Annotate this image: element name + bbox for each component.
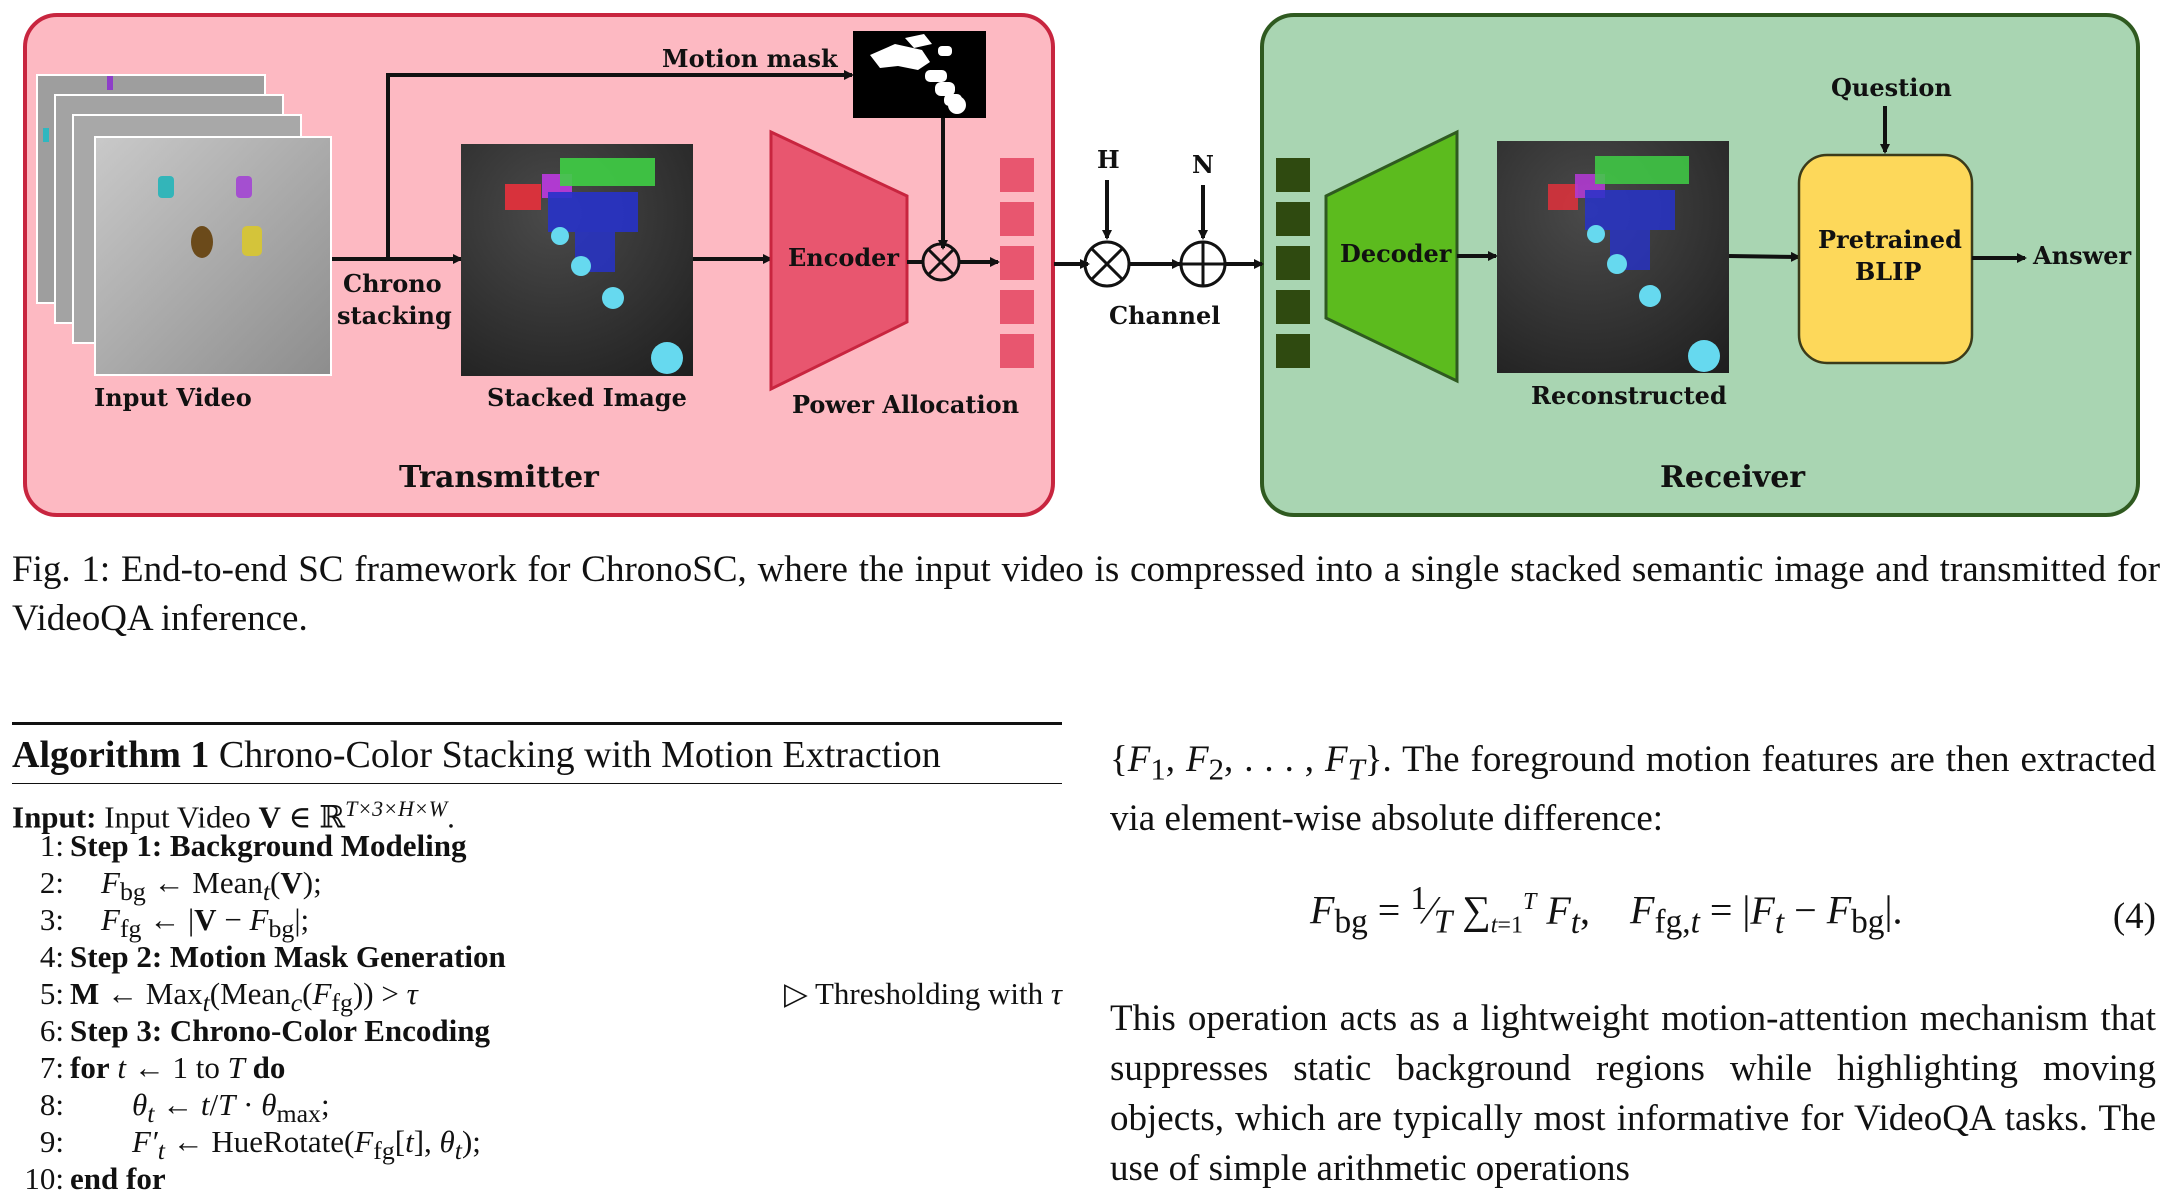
reconstructed-image xyxy=(1497,141,1729,373)
algorithm-title: Algorithm 1 Chrono-Color Stacking with M… xyxy=(12,725,1062,784)
algorithm-line: 2: Fbg ← Meant(V); xyxy=(39,865,322,907)
transmitter-title: Transmitter xyxy=(399,460,600,495)
algorithm-line: 4:Step 2: Motion Mask Generation xyxy=(39,939,506,974)
motion-mask-image xyxy=(853,31,986,118)
input-video-frames xyxy=(36,74,332,376)
stacked-image xyxy=(461,144,693,376)
stacked-image-label: Stacked Image xyxy=(487,383,687,412)
blip-label-2: BLIP xyxy=(1855,257,1921,286)
channel-label: Channel xyxy=(1109,301,1220,330)
chrono-stacking-label-2: stacking xyxy=(337,301,452,330)
power-allocation-label: Power Allocation xyxy=(792,390,1019,419)
algorithm-line: 3: Ffg ← |V − Fbg|; xyxy=(39,902,310,944)
algorithm-input: Input: Input Video V ∈ ℝT×3×H×W. xyxy=(12,796,455,835)
chrono-stacking-label-1: Chrono xyxy=(343,269,442,298)
encoder-label: Encoder xyxy=(788,243,899,272)
caption-prefix: Fig. 1: xyxy=(12,549,111,590)
algorithm-line: 8: θt ← t/T · θmax; xyxy=(39,1087,330,1129)
n-label: N xyxy=(1192,150,1214,179)
channel-multiply-icon xyxy=(1083,240,1131,288)
reconstructed-label: Reconstructed xyxy=(1531,381,1727,410)
input-video-label: Input Video xyxy=(94,383,252,412)
paragraph-2: This operation acts as a lightweight mot… xyxy=(1110,998,2156,1190)
algorithm-line: 1:Step 1: Background Modeling xyxy=(39,828,467,863)
transmit-symbols xyxy=(1000,158,1034,368)
decoder-label: Decoder xyxy=(1340,239,1452,268)
figure-caption: Fig. 1: End-to-end SC framework for Chro… xyxy=(12,545,2160,643)
algorithm-line: 5:M ← Maxt(Meanc(Ffg)) > τ ▷ Thresholdin… xyxy=(39,976,1062,1018)
caption-text: End-to-end SC framework for ChronoSC, wh… xyxy=(12,549,2161,639)
body-text-right: {F1, F2, . . . , FT}. The foreground mot… xyxy=(1110,735,2156,1194)
motion-mask-label: Motion mask xyxy=(662,44,839,73)
equation-4: Fbg = 1⁄T ∑t=1T Ft, Ffg,t = |Ft − Fbg|. … xyxy=(1310,880,2156,941)
equation-number: (4) xyxy=(2112,896,2156,938)
algorithm-line: 10:end for xyxy=(24,1161,166,1196)
algorithm-line: 6:Step 3: Chrono-Color Encoding xyxy=(39,1013,490,1048)
h-label: H xyxy=(1097,145,1120,174)
algorithm-comment: ▷ Thresholding with τ xyxy=(783,976,1062,1011)
algorithm-number: Algorithm 1 xyxy=(12,734,210,776)
algorithm-title-text: Chrono-Color Stacking with Motion Extrac… xyxy=(218,734,941,776)
framework-diagram: Input Video Chrono stacking Motion mask … xyxy=(23,13,2140,517)
answer-label: Answer xyxy=(2032,241,2132,270)
question-label: Question xyxy=(1831,73,1952,102)
blip-label-1: Pretrained xyxy=(1818,225,1962,254)
algorithm-box: Algorithm 1 Chrono-Color Stacking with M… xyxy=(12,722,1062,1197)
receiver-title: Receiver xyxy=(1660,460,1806,495)
paragraph-1: {F1, F2, . . . , FT}. The foreground mot… xyxy=(1110,739,2157,840)
add-noise-icon xyxy=(1179,240,1227,288)
decoder-block xyxy=(1324,129,1459,384)
encoder-block xyxy=(769,129,909,392)
algorithm-line: 9: F′t ← HueRotate(Ffg[t], θt); xyxy=(39,1124,481,1166)
receive-symbols xyxy=(1276,158,1310,368)
algorithm-line: 7:for t ← 1 to T do xyxy=(39,1050,286,1085)
